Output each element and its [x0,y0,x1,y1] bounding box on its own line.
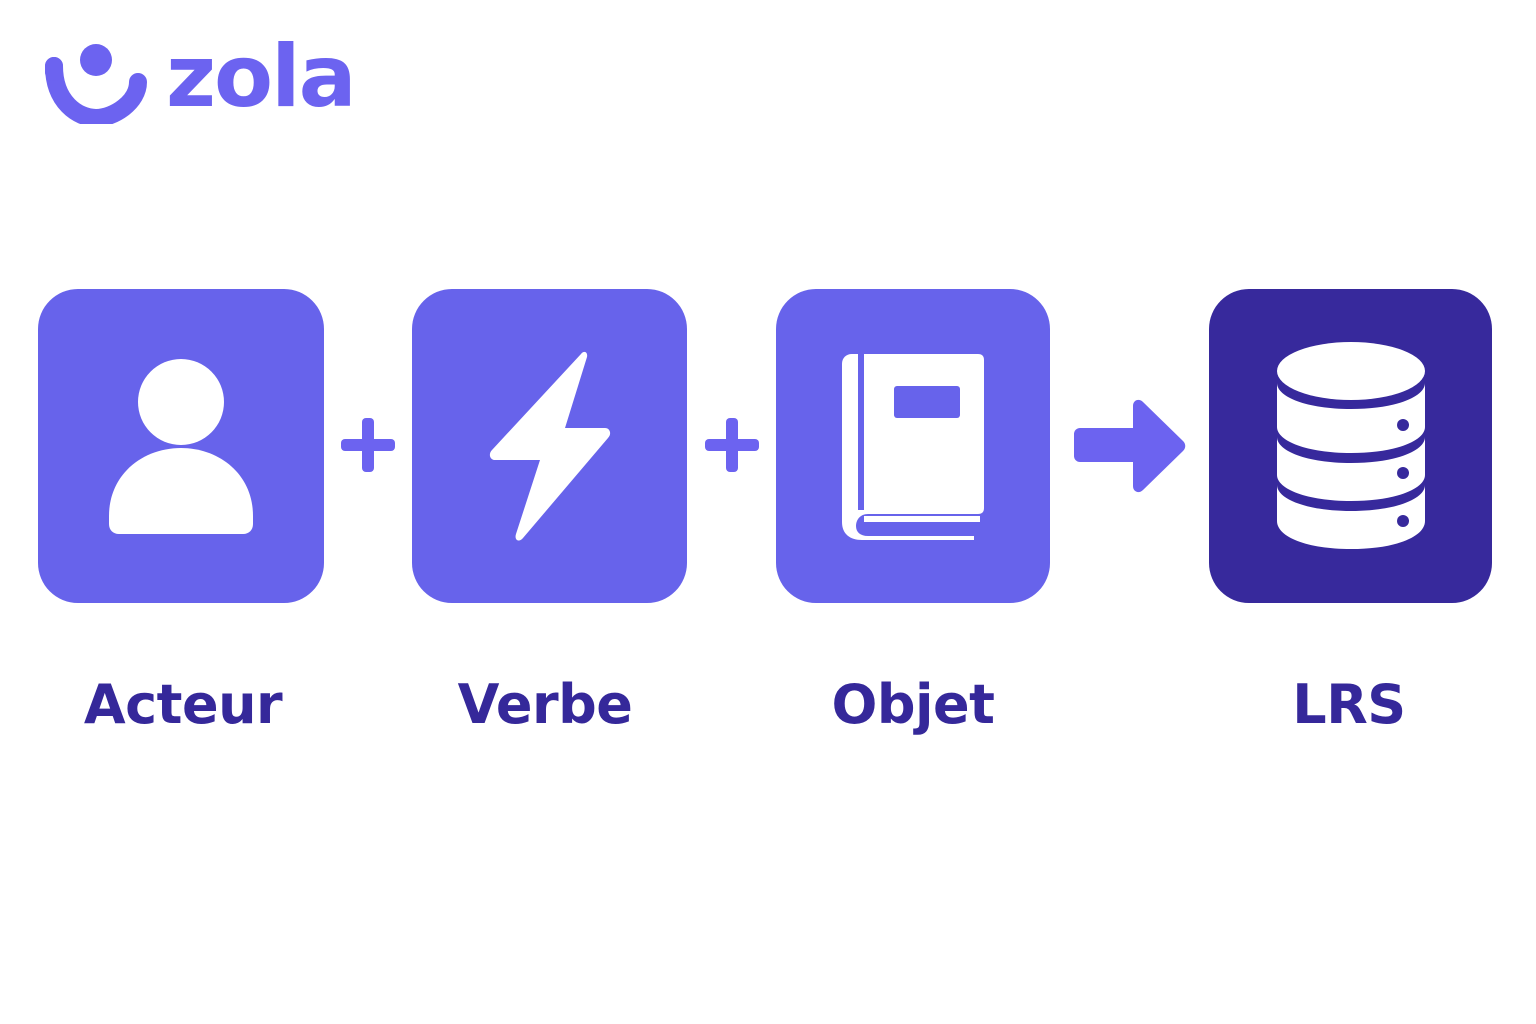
label-lrs: LRS [1292,673,1406,736]
brand-logo: zola [44,34,357,124]
plus-icon [341,418,395,472]
smile-person-icon [45,44,147,124]
person-icon [109,359,253,534]
label-actor: Acteur [83,673,283,736]
tile-object [776,289,1050,603]
brand-name: zola [166,27,357,127]
tile-lrs [1209,289,1492,603]
tile-actor [38,289,324,603]
book-icon [842,354,984,540]
label-verb: Verbe [457,673,633,736]
tile-verb [412,289,687,603]
plus-icon [705,418,759,472]
label-object: Objet [831,673,995,736]
arrow-right-icon [1074,399,1186,493]
lightning-icon [489,351,610,541]
database-icon [1276,342,1425,549]
